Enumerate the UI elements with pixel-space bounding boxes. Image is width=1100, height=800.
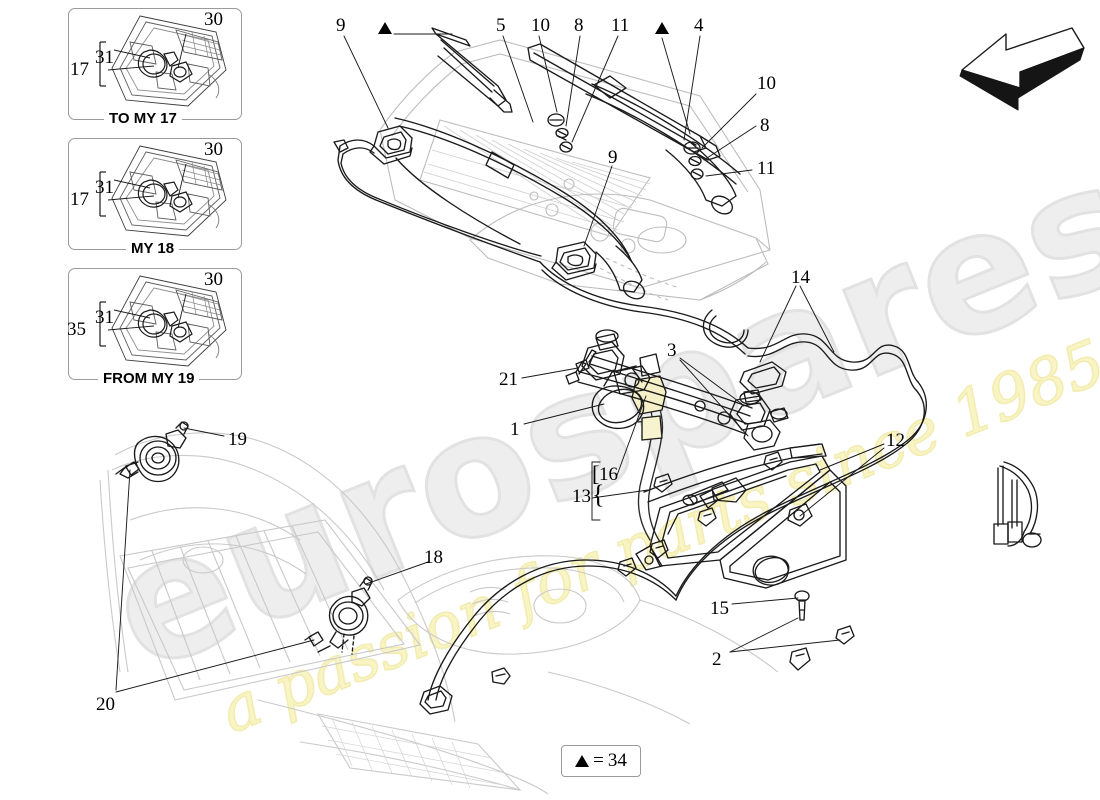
callout-10-top: 10: [531, 15, 550, 36]
legend-value: 34: [607, 750, 627, 771]
callout-8-top: 8: [574, 15, 584, 36]
inset-3-artwork: [99, 275, 227, 367]
front-component-18: [317, 576, 373, 655]
inset-2-caption: MY 18: [126, 240, 180, 257]
inset-3-part-31: 31: [95, 307, 114, 328]
callout-3: 3: [667, 340, 677, 361]
callout-18: 18: [424, 547, 443, 568]
inset-1-part-31: 31: [95, 47, 114, 68]
inset-2-part-30: 30: [204, 139, 223, 160]
callout-13: 13: [572, 486, 591, 507]
triangle-marker-left: [378, 22, 392, 34]
legend-equals: =: [593, 750, 604, 771]
inset-3-caption: FROM MY 19: [98, 370, 200, 387]
washer-reservoir-assembly: [635, 443, 847, 589]
inset-1-artwork: [99, 15, 227, 107]
washer-hose-network: [333, 139, 927, 715]
callout-11-top: 11: [611, 15, 630, 36]
callout-5: 5: [496, 15, 506, 36]
inset-3-part-30: 30: [204, 269, 223, 290]
callout-2: 2: [712, 649, 722, 670]
inset-1-caption: TO MY 17: [104, 110, 182, 127]
callout-10-right: 10: [757, 73, 776, 94]
inset-2-part-31: 31: [95, 177, 114, 198]
fastener-group-right: [683, 141, 704, 180]
bracket-13: {: [592, 480, 605, 509]
wiper-arm-left: [394, 117, 646, 300]
callout-16: 16: [599, 464, 618, 485]
wiper-linkage-assembly: [565, 329, 789, 451]
wiper-blade-left: [431, 27, 513, 113]
bracket-16: [: [592, 461, 600, 486]
callout-1: 1: [510, 419, 520, 440]
callout-8-right: 8: [760, 115, 770, 136]
legend-triangle-icon: [575, 755, 590, 767]
callout-15: 15: [710, 598, 729, 619]
inset-2-bracket-label: 17: [70, 189, 89, 210]
inset-1-part-30: 30: [204, 9, 223, 30]
triangle-marker-right: [655, 22, 669, 34]
screws-20: [121, 461, 324, 647]
right-spare-hose: [993, 461, 1042, 548]
inset-1-bracket-label: 17: [70, 59, 89, 80]
wiper-arm-right: [585, 75, 741, 215]
inset-3-bracket-label: 35: [67, 319, 86, 340]
washer-jet-lower: [551, 241, 597, 281]
callout-12: 12: [886, 430, 905, 451]
callout-20: 20: [96, 694, 115, 715]
forward-direction-arrow: [959, 27, 1085, 111]
callout-21: 21: [499, 369, 518, 390]
callout-14: 14: [791, 267, 810, 288]
legend-box: = 34: [561, 745, 641, 777]
fastener-group-center: [547, 113, 573, 153]
reservoir-clips: [617, 451, 855, 671]
callout-9-mid: 9: [608, 147, 618, 168]
callout-4: 4: [694, 15, 704, 36]
callout-19: 19: [228, 429, 247, 450]
inset-2-artwork: [99, 145, 227, 237]
callout-9-left: 9: [336, 15, 346, 36]
callout-11-right: 11: [757, 158, 776, 179]
